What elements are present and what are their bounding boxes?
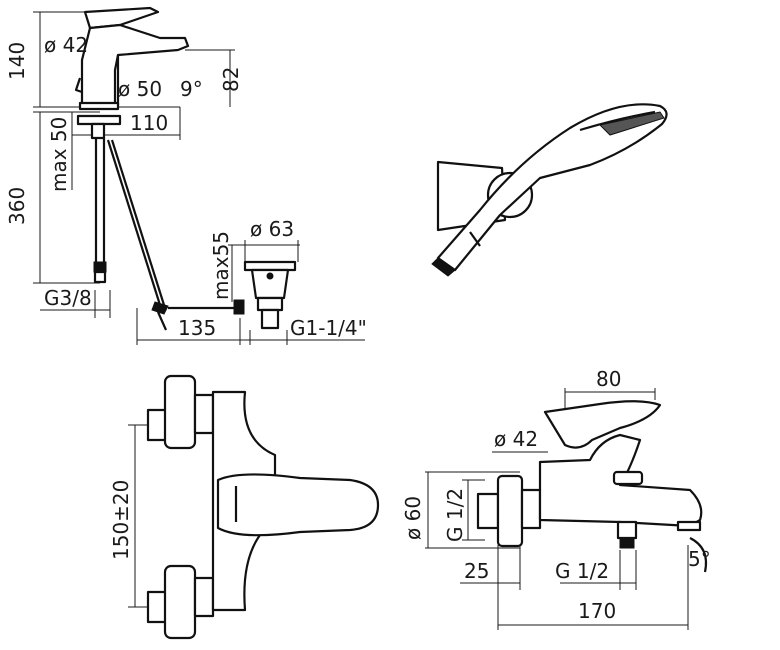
- dim-waste-offset: 135: [178, 316, 216, 340]
- dim-spout-diameter: ø 42: [44, 33, 88, 57]
- bath-dim-shower-thread: G 1/2: [555, 559, 609, 583]
- dim-spout-angle: 9°: [180, 77, 203, 101]
- bath-dim-wall-offset: 25: [464, 559, 489, 583]
- dim-spout-height: 82: [219, 67, 243, 92]
- dim-centres: 150±20: [109, 480, 133, 560]
- dim-reach: 110: [130, 111, 168, 135]
- bath-dim-total-length: 170: [578, 599, 616, 623]
- bath-dim-spout-angle: 5°: [688, 547, 711, 571]
- bath-dim-width: 80: [596, 367, 621, 391]
- dim-waste-thread: G1-1/4": [290, 316, 367, 340]
- bath-dim-inlet-thread: G 1/2: [443, 488, 467, 542]
- bath-mixer-side-drawing: 80 ø 42 ø 60 G 1/2 25 G 1/2 5° 170: [401, 367, 711, 630]
- dim-body-diameter: ø 50: [118, 77, 162, 101]
- bath-dim-outlet-diameter: ø 42: [494, 427, 538, 451]
- bath-dim-escutcheon-diameter: ø 60: [401, 496, 425, 540]
- dim-height-total: 140: [5, 42, 29, 80]
- hand-shower-drawing: [431, 103, 668, 277]
- dim-hose-length: 360: [5, 187, 29, 225]
- dim-connection: G3/8: [44, 286, 92, 310]
- wall-mixer-front-drawing: 150±20: [109, 374, 380, 640]
- basin-mixer-drawing: 140 ø 42 ø 50 9° 82 110 max 50 360 G3/8 …: [5, 6, 367, 345]
- dim-waste-diameter: ø 63: [250, 217, 294, 241]
- dim-waste-max: max55: [209, 231, 233, 300]
- dim-max-deck: max 50: [47, 117, 71, 192]
